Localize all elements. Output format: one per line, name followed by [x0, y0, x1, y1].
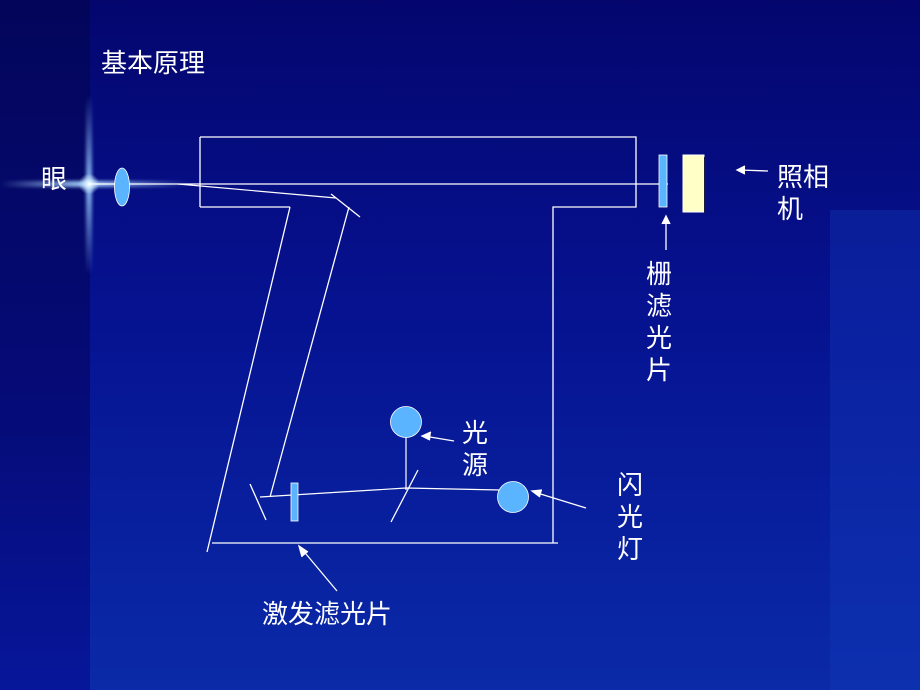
deflected-beam — [177, 183, 337, 199]
camera-label: 照相机 — [777, 163, 830, 225]
excitation-filter-arrow — [297, 544, 338, 592]
beam-splitter — [390, 469, 419, 523]
grating-filter-label: 栅滤光片 — [646, 260, 673, 386]
eye-label: 眼 — [41, 165, 68, 195]
housing-left-outer-slant — [206, 206, 291, 553]
camera-body — [682, 154, 705, 213]
light-source-label: 光源 — [462, 419, 489, 481]
housing-outline — [200, 136, 637, 543]
flash-lamp — [497, 481, 529, 513]
eye-lens — [114, 167, 130, 207]
left-dark-band — [0, 0, 90, 690]
excitation-filter-label: 激发滤光片 — [262, 600, 393, 630]
grating-filter — [658, 154, 668, 208]
grating-filter-arrow — [661, 214, 671, 250]
housing-left-inner-slant — [269, 206, 350, 498]
right-light-band — [830, 210, 920, 690]
lower-mirror — [249, 483, 267, 521]
light-source-arrow — [420, 431, 455, 442]
light-source-lamp — [390, 406, 422, 438]
flash-lamp-arrow — [530, 489, 587, 509]
slide-title: 基本原理 — [101, 49, 206, 79]
upper-mirror — [330, 193, 361, 218]
excitation-filter — [290, 482, 299, 522]
camera-arrow — [735, 165, 769, 175]
flash-lamp-label: 闪光灯 — [617, 471, 644, 565]
